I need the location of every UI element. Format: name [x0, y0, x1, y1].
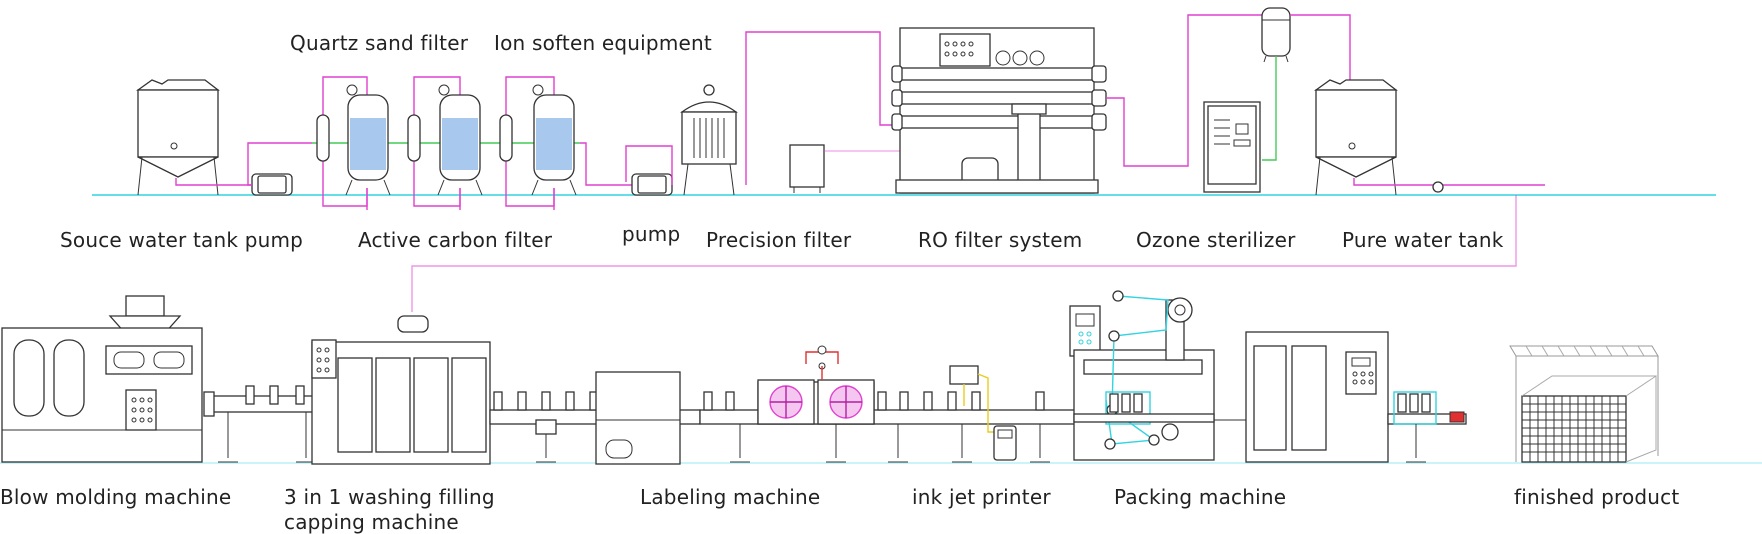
label-pure-water-tank: Pure water tank [1342, 228, 1504, 252]
washing-filling-capping-machine [311, 315, 491, 465]
pipe-pure-out [1353, 178, 1545, 186]
label-precision-filter: Precision filter [706, 228, 852, 252]
pipe-tank-to-pump [175, 178, 252, 186]
label-blow-molding-machine: Blow molding machine [0, 485, 232, 509]
pipe-to-filling [411, 195, 1517, 312]
pipe-to-ro [745, 31, 900, 185]
finished-product-pallet [1509, 345, 1659, 463]
pipe-filters-to-pump [580, 142, 632, 186]
outlet-pump [1432, 181, 1444, 193]
label-quartz-sand-filter: Quartz sand filter [290, 31, 469, 55]
label-ion-soften-equipment: Ion soften equipment [494, 31, 712, 55]
label-packing-machine: Packing machine [1114, 485, 1287, 509]
security-filter-box [789, 144, 900, 193]
label-washing-filling-line2: capping machine [284, 510, 459, 534]
ozone-sterilizer [1203, 101, 1261, 193]
label-active-carbon-filter: Active carbon filter [358, 228, 553, 252]
label-ink-jet-printer: ink jet printer [912, 485, 1051, 509]
ozone-tower [1261, 7, 1291, 63]
label-labeling-machine: Labeling machine [640, 485, 821, 509]
ozone-pipe [1262, 56, 1277, 161]
wrapping-machine [1245, 331, 1389, 463]
label-ro-filter-system: RO filter system [918, 228, 1083, 252]
source-pump [251, 173, 293, 196]
label-finished-product: finished product [1514, 485, 1680, 509]
ink-jet-printer [949, 365, 1017, 463]
pipe-pump-to-filters [247, 142, 312, 186]
pure-water-tank [1313, 79, 1398, 196]
label-washing-filling-line1: 3 in 1 washing filling [284, 485, 495, 509]
pipe-ozone-to-pure [1290, 14, 1351, 80]
labeling-machine [595, 371, 681, 465]
label-source-water-tank-pump: Souce water tank pump [60, 228, 304, 252]
pipe-pump-to-precision [625, 145, 673, 185]
ro-filter-system [891, 27, 1107, 194]
packing-machine [1069, 290, 1248, 461]
booster-pump [631, 173, 673, 196]
pipe-ro-to-ozone [1106, 14, 1262, 167]
precision-filter [680, 84, 738, 196]
output-conveyor [1387, 391, 1467, 463]
label-ozone-sterilizer: Ozone sterilizer [1136, 228, 1296, 252]
blow-molding-machine [1, 295, 203, 463]
source-water-tank [135, 79, 220, 196]
filter-bank [312, 76, 580, 210]
label-pump: pump [622, 222, 681, 246]
bottles-mid [703, 391, 1050, 463]
